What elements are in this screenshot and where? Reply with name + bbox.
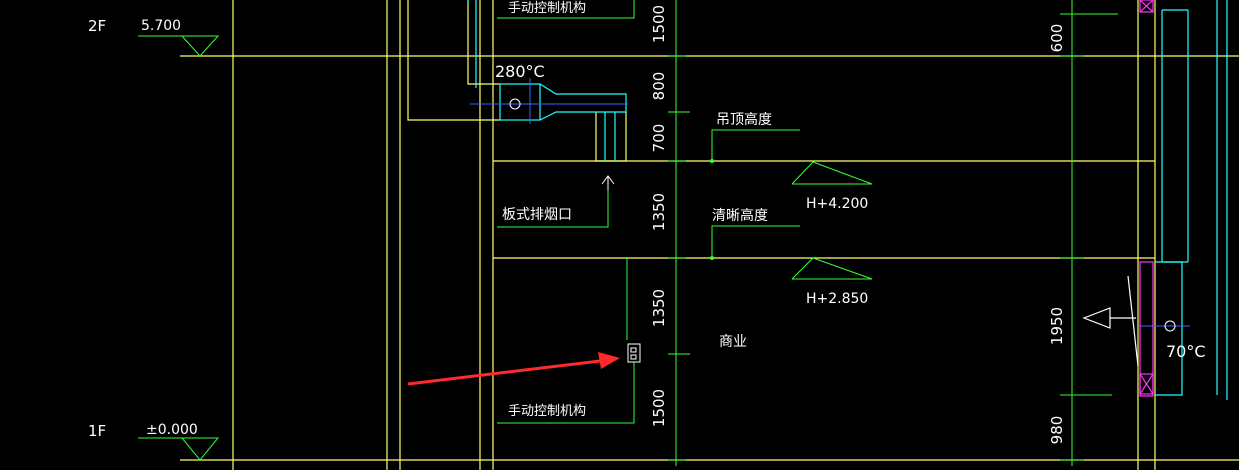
fire-damper-top [1139, 0, 1154, 13]
smoke-outlet-label: 板式排烟口 [502, 207, 572, 223]
dim-main-3: 700 [650, 124, 668, 153]
zone-label: 商业 [719, 334, 747, 350]
flow-arrow [1082, 275, 1139, 367]
dim-main-2: 800 [650, 72, 668, 101]
dim-right-3: 980 [1048, 416, 1066, 445]
manual-control-top-label: 手动控制机构 [508, 1, 586, 16]
level-1f-label: 1F [88, 422, 106, 440]
ceiling-height-value: H+4.200 [806, 196, 868, 212]
clear-height-label: 清晰高度 [712, 207, 768, 224]
level-1f-elevation: ±0.000 [146, 422, 198, 438]
structure-lines [180, 0, 1239, 470]
damper-280-label: 280°C [495, 62, 545, 81]
dim-main-1: 1500 [650, 5, 668, 43]
annotation-arrow [407, 352, 620, 386]
level-2f-elevation: 5.700 [141, 18, 181, 34]
clear-height-value: H+2.850 [806, 291, 868, 307]
damper-70-label: 70°C [1166, 342, 1206, 361]
dim-main-4: 1350 [650, 193, 668, 231]
dim-right-2: 1950 [1048, 307, 1066, 345]
manual-control-box [627, 343, 641, 363]
dim-right-1: 600 [1048, 24, 1066, 53]
dim-main-5: 1350 [650, 289, 668, 327]
damper-280-symbol [509, 98, 521, 110]
fire-damper-bottom [1139, 261, 1154, 397]
dim-main-6: 1500 [650, 389, 668, 427]
damper-70-symbol [1164, 320, 1176, 332]
dimension-lines [138, 0, 1118, 466]
duct-cyan [467, 0, 1228, 400]
leader-dots [710, 159, 714, 260]
level-2f-label: 2F [88, 17, 106, 35]
ceiling-height-label: 吊顶高度 [716, 111, 772, 128]
manual-control-bottom-label: 手动控制机构 [508, 404, 586, 419]
